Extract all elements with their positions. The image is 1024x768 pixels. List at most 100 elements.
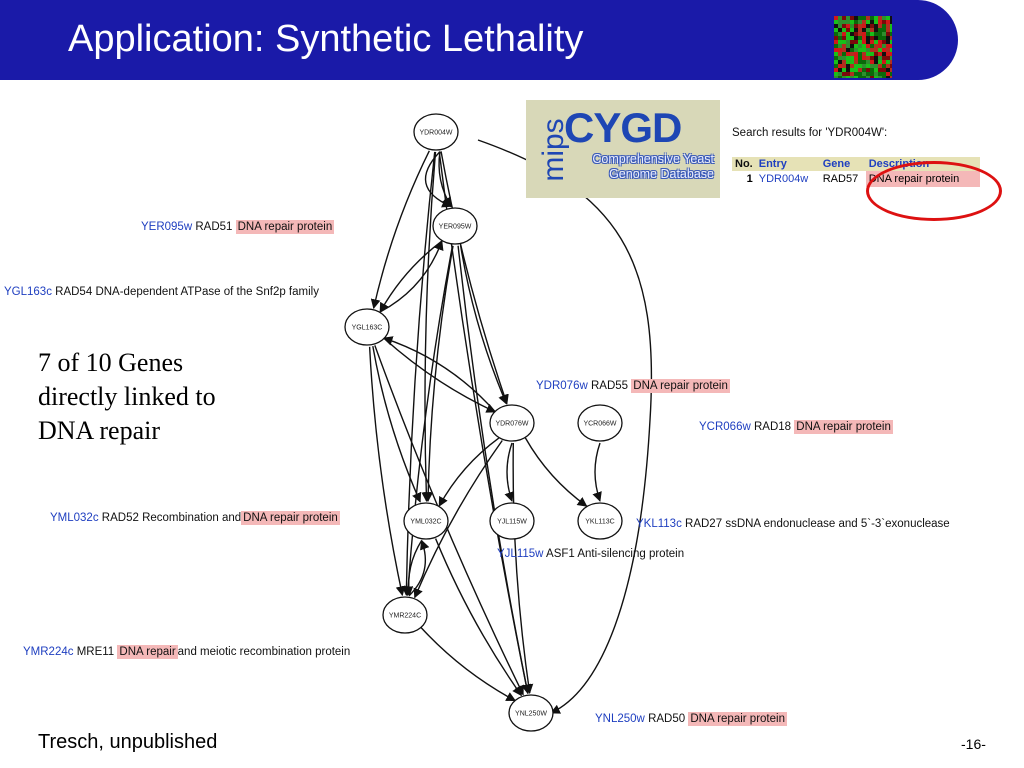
- heatmap-cell: [834, 72, 838, 76]
- heatmap-cell: [834, 32, 838, 36]
- node-label: YDR076W: [495, 421, 528, 428]
- node-ymr224c: YMR224C: [382, 596, 428, 634]
- node-label: YER095W: [439, 224, 472, 231]
- col-header-entry: Entry: [755, 157, 820, 171]
- gene-label-yjl115w: YJL115w ASF1 Anti-silencing protein: [497, 545, 684, 563]
- gene-name: RAD18: [753, 421, 792, 433]
- slide-title: Application: Synthetic Lethality: [68, 18, 584, 60]
- node-yer095w: YER095W: [432, 207, 478, 245]
- heatmap-cell: [882, 68, 886, 72]
- node-ygl163c: YGL163C: [344, 308, 390, 346]
- heatmap-cell: [882, 72, 886, 76]
- node-label: YGL163C: [352, 325, 383, 332]
- heatmap-cell: [854, 64, 858, 68]
- heatmap-cell: [842, 16, 846, 20]
- cygd-logo-text: CYGD: [564, 104, 682, 151]
- heatmap-cell: [866, 20, 870, 24]
- gene-name: RAD51: [195, 221, 233, 233]
- heatmap-cell: [882, 76, 886, 78]
- heatmap-cell: [866, 56, 870, 60]
- heatmap-cell: [866, 48, 870, 52]
- heatmap-cell: [858, 48, 862, 52]
- heatmap-cell: [850, 60, 854, 64]
- gene-description: Anti-silencing protein: [577, 548, 685, 560]
- heatmap-cell: [874, 48, 878, 52]
- heatmap-cell: [838, 68, 842, 72]
- edge-ydr076w-ykl113c: [524, 437, 588, 507]
- heatmap-cell: [834, 64, 838, 68]
- heatmap-cell: [886, 36, 890, 40]
- gene-description-highlight: DNA repair protein: [631, 379, 730, 393]
- heatmap-cell: [862, 52, 866, 56]
- heatmap-cell: [846, 36, 850, 40]
- heatmap-cell: [854, 60, 858, 64]
- heatmap-cell: [842, 56, 846, 60]
- heatmap-cell: [874, 24, 878, 28]
- heatmap-cell: [890, 36, 892, 40]
- heatmap-cell: [870, 36, 874, 40]
- heatmap-cell: [874, 76, 878, 78]
- heatmap-cell: [846, 20, 850, 24]
- heatmap-cell: [850, 32, 854, 36]
- heatmap-cell: [858, 36, 862, 40]
- heatmap-cell: [862, 64, 866, 68]
- heatmap-cell: [854, 56, 858, 60]
- heatmap-cell: [862, 32, 866, 36]
- node-ykl113c: YKL113C: [577, 502, 623, 540]
- page-number: -16-: [961, 736, 986, 752]
- edge-ydr004w-ydr076w: [440, 151, 509, 405]
- heatmap-cell: [838, 16, 842, 20]
- heatmap-cell: [870, 20, 874, 24]
- heatmap-cell: [842, 40, 846, 44]
- heatmap-cell: [882, 28, 886, 32]
- heatmap-cell: [878, 56, 882, 60]
- heatmap-cell: [870, 40, 874, 44]
- heatmap-cell: [866, 36, 870, 40]
- heatmap-cell: [886, 56, 890, 60]
- heatmap-cell: [866, 64, 870, 68]
- node-label: YJL115W: [497, 519, 527, 526]
- heatmap-cell: [886, 44, 890, 48]
- heatmap-cell: [854, 52, 858, 56]
- search-results-title: Search results for 'YDR004W':: [732, 127, 888, 139]
- edge-ydr076w-ymr224c: [413, 440, 503, 599]
- heatmap-cell: [874, 36, 878, 40]
- heatmap-cell: [842, 24, 846, 28]
- gene-description: DNA-dependent ATPase of the Snf2p family: [95, 286, 319, 298]
- edge-ymr224c-yml032c: [408, 539, 430, 596]
- heatmap-cell: [858, 76, 862, 78]
- heatmap-cell: [842, 44, 846, 48]
- heatmap-cell: [878, 64, 882, 68]
- node-label: YML032C: [410, 519, 441, 526]
- heatmap-cell: [838, 20, 842, 24]
- heatmap-cell: [842, 28, 846, 32]
- col-header-no: No.: [732, 157, 756, 171]
- heatmap-cell: [878, 60, 882, 64]
- heatmap-cell: [834, 56, 838, 60]
- gene-description-highlight: DNA repair protein: [794, 420, 893, 434]
- heatmap-cell: [874, 68, 878, 72]
- heatmap-cell: [890, 40, 892, 44]
- heatmap-cell: [866, 32, 870, 36]
- node-circle: [403, 502, 449, 540]
- result-entry-link[interactable]: YDR004w: [758, 173, 809, 185]
- edge-ymr224c-ynl250w: [420, 626, 517, 702]
- heatmap-cell: [878, 48, 882, 52]
- heatmap-cell: [850, 24, 854, 28]
- heatmap-cell: [878, 76, 882, 78]
- gene-description: ssDNA endonuclease and 5`-3`exonuclease: [725, 518, 950, 530]
- heatmap-cell: [866, 60, 870, 64]
- heatmap-cell: [834, 20, 838, 24]
- node-label: YMR224C: [389, 613, 421, 620]
- heatmap-cell: [850, 64, 854, 68]
- edge-yer095w-yml032c: [423, 245, 454, 503]
- heatmap-cell: [858, 52, 862, 56]
- heatmap-cell: [878, 28, 882, 32]
- heatmap-cell: [858, 32, 862, 36]
- node-label: YCR066W: [583, 421, 616, 428]
- heatmap-cell: [846, 32, 850, 36]
- heatmap-cell: [834, 52, 838, 56]
- heatmap-cell: [846, 72, 850, 76]
